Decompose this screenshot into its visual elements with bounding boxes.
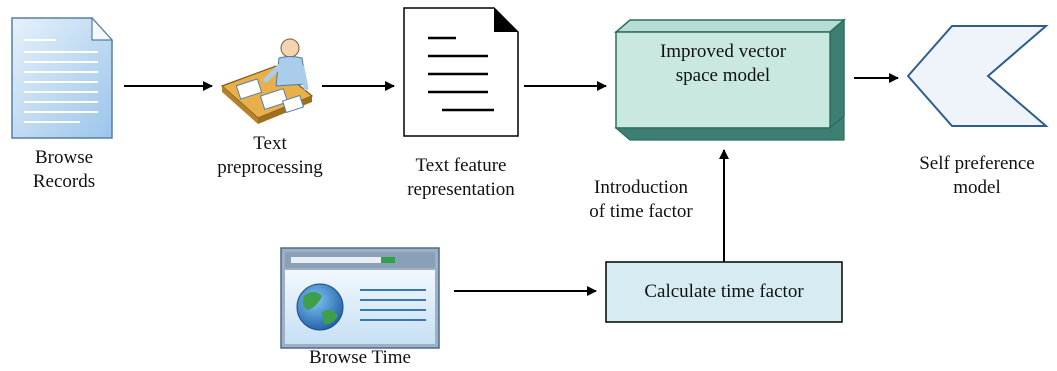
person-at-desk-icon bbox=[220, 38, 314, 124]
self-preference-line1: Self preference bbox=[919, 153, 1035, 174]
text-feature-line2: representation bbox=[407, 179, 515, 200]
calculate-time-box bbox=[605, 261, 843, 323]
browse-time-label: Browse Time bbox=[280, 346, 440, 370]
text-feature-label: Text feature representation bbox=[376, 154, 546, 202]
browse-records-line1: Browse bbox=[34, 147, 94, 168]
chevron-icon bbox=[906, 25, 1049, 127]
text-preprocessing-line1: Text bbox=[253, 133, 287, 154]
feature-document-icon bbox=[403, 7, 519, 137]
calculate-time-line1: Calculate time factor bbox=[644, 281, 804, 302]
time-factor-intro-line2: of time factor bbox=[589, 201, 693, 222]
browse-records-label: Browse Records bbox=[4, 146, 124, 194]
text-preprocessing-line2: preprocessing bbox=[217, 157, 323, 178]
document-icon bbox=[11, 16, 114, 139]
self-preference-label: Self preference model bbox=[897, 152, 1057, 200]
browse-time-line1: Browse Time bbox=[309, 347, 411, 368]
text-feature-line1: Text feature bbox=[415, 155, 507, 176]
vector-model-label: Improved vector space model bbox=[616, 40, 830, 88]
browser-window-icon bbox=[280, 247, 440, 349]
calculate-time-label: Calculate time factor bbox=[606, 280, 842, 304]
vector-model-line1: Improved vector bbox=[659, 41, 787, 62]
time-factor-intro-label: Introduction of time factor bbox=[566, 176, 716, 224]
vector-model-box bbox=[613, 18, 847, 141]
text-preprocessing-label: Text preprocessing bbox=[200, 132, 340, 180]
browse-records-line2: Records bbox=[32, 171, 96, 192]
self-preference-line2: model bbox=[953, 177, 1001, 198]
time-factor-intro-line1: Introduction bbox=[594, 177, 688, 198]
flow-arrows bbox=[124, 73, 899, 296]
vector-model-line2: space model bbox=[675, 65, 771, 86]
